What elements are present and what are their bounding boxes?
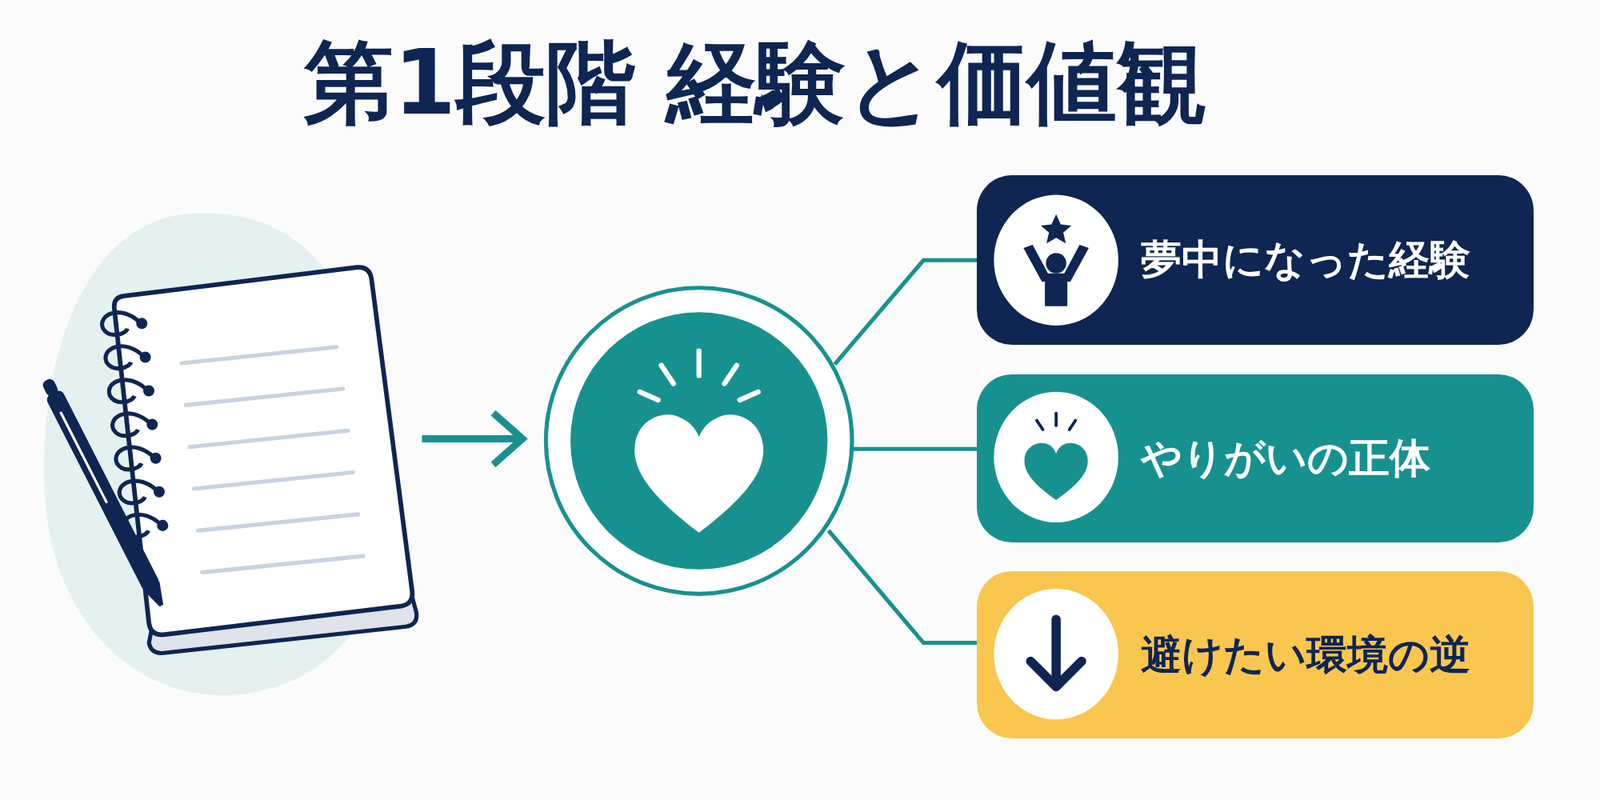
spiral-hole (145, 387, 153, 395)
box-label: 夢中になった経験 (1140, 235, 1471, 284)
pen (38, 376, 170, 610)
value-core (570, 312, 828, 569)
spiral-hole (148, 420, 156, 428)
spiral-loop (112, 413, 151, 436)
spiral-loop (105, 346, 144, 369)
achiever-icon (1023, 214, 1089, 307)
icon-disc (993, 588, 1119, 720)
flow-arrow (425, 415, 523, 463)
spiral-hole (141, 353, 149, 361)
heart-icon-small (1024, 443, 1088, 500)
icon-disc (993, 392, 1119, 523)
spiral-loop (108, 380, 147, 403)
spiral-hole (152, 454, 160, 462)
value-ring (545, 288, 852, 595)
spiral-loop (102, 312, 140, 336)
category-box: やりがいの正体 (976, 374, 1534, 543)
spiral-loop (116, 447, 154, 470)
heart-icon (634, 414, 764, 533)
box-label: やりがいの正体 (1140, 433, 1431, 483)
spiral-hole (156, 488, 164, 496)
notebook (114, 267, 413, 635)
box-label: 避けたい環境の逆 (1140, 630, 1471, 680)
icon-disc (993, 195, 1119, 326)
notebook-lines (181, 347, 364, 573)
category-box: 避けたい環境の逆 (976, 571, 1534, 739)
spiral-loop (119, 480, 157, 504)
heart-rays-small (1036, 413, 1076, 430)
category-box: 夢中になった経験 (976, 175, 1534, 345)
down-arrow-icon (1030, 619, 1082, 687)
heart-rays (640, 351, 759, 400)
spiral-hole (159, 521, 167, 529)
spiral-hole (138, 320, 146, 328)
title: 第1段階 経験と価値観 (304, 28, 1207, 136)
